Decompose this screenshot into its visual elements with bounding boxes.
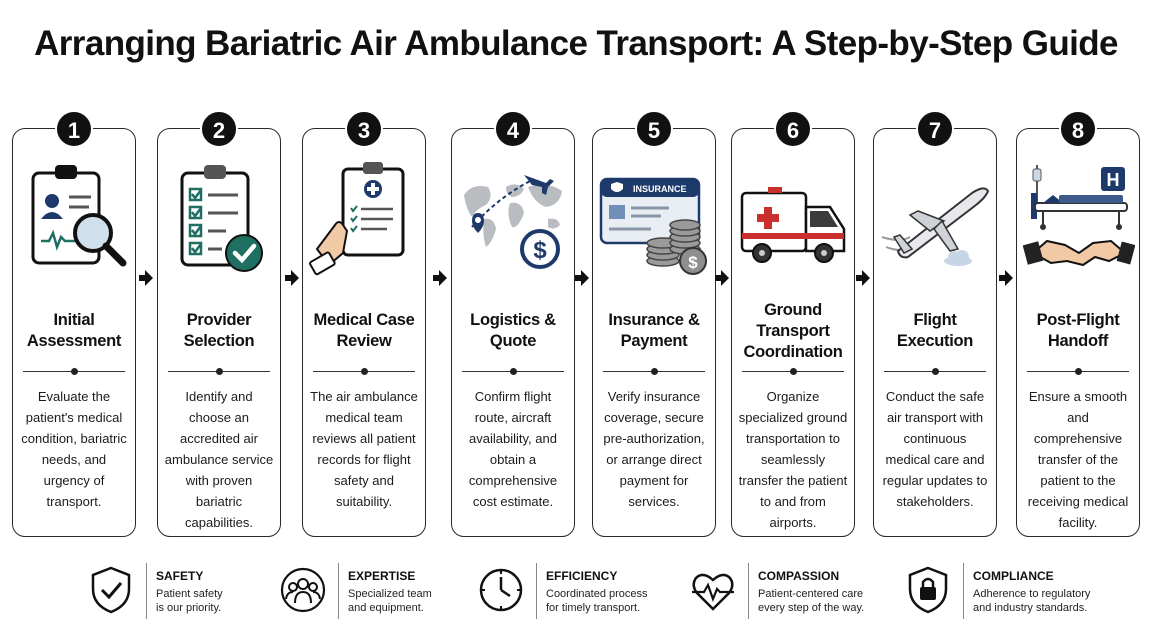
- value-title: EXPERTISE: [348, 569, 416, 583]
- step-card-8: 8 H Post-Flight Handoff Ensure a smooth …: [1016, 110, 1140, 537]
- divider-dot: [360, 368, 368, 375]
- footer-separator: [748, 563, 749, 619]
- clipboard-magnifier-icon: [19, 157, 131, 279]
- step-card-2: 2 Provider Selection Identify and choose…: [157, 110, 281, 537]
- right-arrow-icon: [999, 270, 1013, 286]
- step-number-badge: 5: [635, 110, 673, 148]
- step-label: Post-Flight Handoff: [1036, 311, 1120, 350]
- checklist-clipboard-icon: [164, 157, 276, 279]
- step-description: Evaluate the patient's medical condition…: [21, 389, 127, 509]
- right-arrow-icon: [139, 270, 153, 286]
- step-label: Provider Selection: [183, 311, 255, 350]
- step-number-badge: 1: [55, 110, 93, 148]
- ground-ambulance-icon: [738, 157, 850, 279]
- step-card-4: 4 $ Logistics & Quote Confirm flight rou…: [451, 110, 575, 537]
- value-title: COMPLIANCE: [973, 569, 1054, 583]
- divider-dot: [215, 368, 223, 375]
- footer-separator: [146, 563, 147, 619]
- step-description: Conduct the safe air transport with cont…: [882, 389, 988, 509]
- airplane-flight-icon: [880, 157, 992, 279]
- svg-text:$: $: [533, 237, 547, 264]
- step-card-1: 1 Initial Assessment Evaluate the patien…: [12, 110, 136, 537]
- step-number-badge: 7: [916, 110, 954, 148]
- step-card-6: 6 Ground Transport Coordination Organize…: [731, 110, 855, 537]
- footer-separator: [338, 563, 339, 619]
- right-arrow-icon: [433, 270, 447, 286]
- step-number-badge: 4: [494, 110, 532, 148]
- step-description: Verify insurance coverage, secure pre-au…: [603, 389, 705, 509]
- clock-icon: [478, 565, 524, 615]
- heartbeat-icon: [690, 565, 736, 615]
- value-title: COMPASSION: [758, 569, 840, 583]
- right-arrow-icon: [715, 270, 729, 286]
- step-description: Confirm flight route, aircraft availabil…: [468, 389, 558, 509]
- team-icon: [280, 565, 326, 615]
- value-title: SAFETY: [156, 569, 204, 583]
- step-card-5: 5 INSURANCE $ Insurance & Payment Verify…: [592, 110, 716, 537]
- right-arrow-icon: [856, 270, 870, 286]
- step-description: The air ambulance medical team reviews a…: [310, 389, 418, 509]
- divider-dot: [789, 368, 797, 375]
- footer-separator: [536, 563, 537, 619]
- page-title: Arranging Bariatric Air Ambulance Transp…: [34, 24, 1118, 63]
- step-label: Ground Transport Coordination: [743, 300, 843, 361]
- step-card-7: 7 Flight Execution Conduct the safe air …: [873, 110, 997, 537]
- step-number-badge: 8: [1059, 110, 1097, 148]
- step-number-badge: 2: [200, 110, 238, 148]
- step-description: Ensure a smooth and comprehensive transf…: [1027, 389, 1129, 530]
- world-map-plane-icon: $: [458, 157, 570, 279]
- step-label: Logistics & Quote: [470, 311, 556, 350]
- value-title: EFFICIENCY: [546, 569, 618, 583]
- divider-dot: [70, 368, 78, 375]
- step-description: Identify and choose an accredited air am…: [164, 389, 274, 530]
- divider-dot: [1074, 368, 1082, 375]
- svg-text:$: $: [688, 253, 698, 272]
- footer-separator: [963, 563, 964, 619]
- step-number-badge: 6: [774, 110, 812, 148]
- step-label: Medical Case Review: [313, 311, 415, 350]
- medical-clipboard-hand-icon: [309, 157, 421, 279]
- right-arrow-icon: [575, 270, 589, 286]
- step-description: Organize specialized ground transportati…: [738, 389, 848, 530]
- step-label: Insurance & Payment: [608, 311, 700, 350]
- padlock-shield-icon: [905, 565, 951, 615]
- insurance-card-coins-icon: INSURANCE $: [599, 157, 711, 279]
- right-arrow-icon: [285, 270, 299, 286]
- step-card-3: 3 Medical Case Review The air ambulance …: [302, 110, 426, 537]
- step-label: Initial Assessment: [26, 311, 122, 350]
- divider-dot: [931, 368, 939, 375]
- hospital-bed-handshake-icon: H: [1022, 157, 1136, 279]
- insurance-card-text: INSURANCE: [633, 184, 687, 194]
- shield-check-icon: [88, 565, 134, 615]
- step-number-badge: 3: [345, 110, 383, 148]
- step-label: Flight Execution: [896, 311, 974, 350]
- divider-dot: [509, 368, 517, 375]
- hospital-sign-text: H: [1107, 170, 1120, 190]
- divider-dot: [650, 368, 658, 375]
